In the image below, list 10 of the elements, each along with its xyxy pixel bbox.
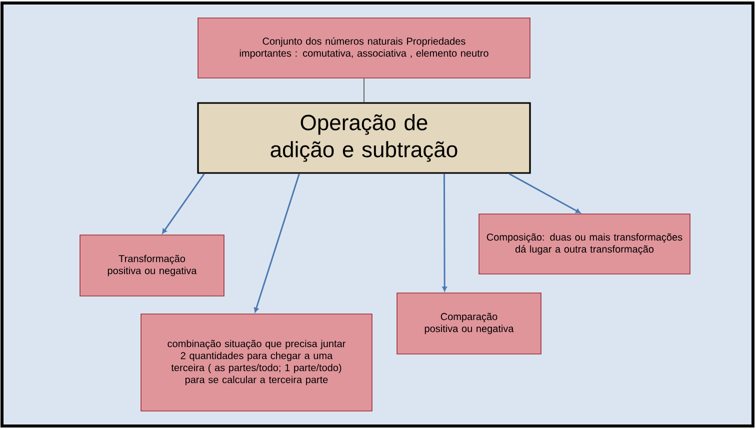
arrow — [162, 173, 205, 234]
arrow — [508, 173, 581, 214]
title-box: Operação de adição e subtração — [197, 102, 531, 174]
concept-box: Transformação positiva ou negativa — [80, 234, 224, 296]
concept-box: Composição: duas ou mais transformações dá lugar a outra transformação — [478, 214, 690, 274]
concept-box: Comparação positiva ou negativa — [396, 292, 542, 354]
arrow — [442, 174, 447, 292]
info-box: Conjunto dos números naturais Propriedades importantes : comutativa, associativa , elemento neutro — [198, 18, 530, 78]
concept-box: combinação situação que precisa juntar 2 quantidades para chegar a uma terceira ( as partes/todo; 1 parte/todo) para se calcular a terceira parte — [140, 314, 372, 412]
arrow — [254, 174, 300, 312]
